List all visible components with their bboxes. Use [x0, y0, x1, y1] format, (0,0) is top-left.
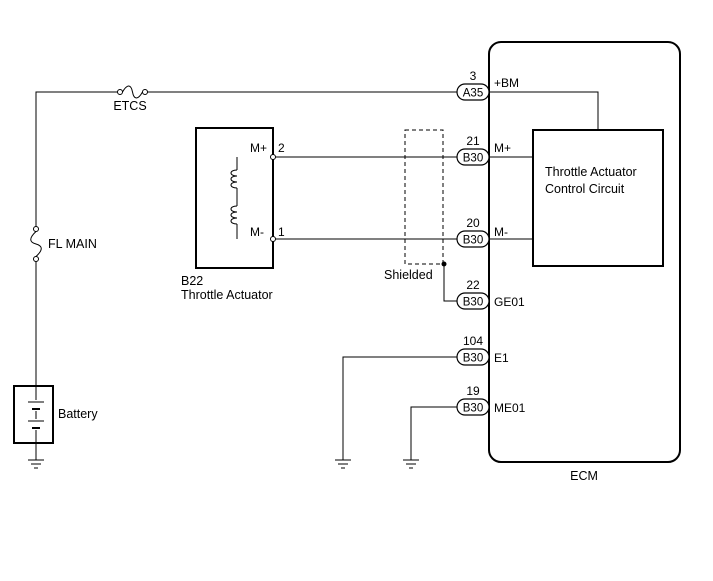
actuator-terminal-minus — [270, 236, 276, 242]
terminal-signal: M+ — [494, 141, 511, 155]
e1-wire — [342, 356, 457, 460]
ecm-box — [488, 41, 681, 463]
battery-ground-icon — [28, 443, 44, 469]
connector-code: B30 — [463, 297, 483, 309]
motor-coil-icon — [230, 157, 238, 239]
connector-pill — [456, 292, 490, 310]
terminal-num: 20 — [466, 216, 480, 230]
actuator-mplus-label: M+ — [250, 141, 267, 155]
connector-pill — [456, 83, 490, 101]
battery-box — [13, 385, 54, 444]
me01-ground-icon — [403, 459, 419, 469]
connector-code: B30 — [463, 235, 483, 247]
terminal-signal: M- — [494, 225, 508, 239]
actuator-code: B22 — [181, 274, 203, 288]
terminal-signal: GE01 — [494, 295, 525, 309]
shield-label: Shielded — [384, 268, 433, 282]
bm-internal-wire — [489, 91, 599, 130]
terminal-num: 21 — [466, 134, 480, 148]
battery-icon — [28, 386, 44, 443]
shield-box — [404, 129, 444, 265]
terminal-num: 104 — [463, 334, 483, 348]
me01-wire — [410, 406, 457, 460]
terminal-num: 3 — [470, 69, 477, 83]
actuator-name: Throttle Actuator — [181, 288, 273, 302]
terminal-signal: E1 — [494, 351, 509, 365]
throttle-actuator-box — [195, 127, 274, 269]
control-circuit-line2: Control Circuit — [545, 182, 625, 196]
connector-pill — [456, 348, 490, 366]
etcs-label: ETCS — [113, 99, 146, 113]
connector-code: B30 — [463, 403, 483, 415]
etcs-fuse-icon — [117, 85, 148, 99]
fl-main-to-etcs-wire — [35, 91, 118, 230]
actuator-pin-minus: 1 — [278, 225, 285, 239]
connector-pill — [456, 148, 490, 166]
battery-label: Battery — [58, 407, 98, 421]
ecm-label: ECM — [570, 469, 598, 483]
actuator-mminus-label: M- — [250, 225, 264, 239]
connector-code: A35 — [463, 88, 483, 100]
actuator-pin-plus: 2 — [278, 141, 285, 155]
control-circuit-line1: Throttle Actuator — [545, 165, 637, 179]
e1-ground-icon — [335, 459, 351, 469]
terminal-num: 19 — [466, 384, 480, 398]
fl-main-label: FL MAIN — [48, 237, 97, 251]
connector-code: B30 — [463, 353, 483, 365]
connector-code: B30 — [463, 153, 483, 165]
terminal-signal: ME01 — [494, 401, 526, 415]
actuator-terminal-plus — [270, 154, 276, 160]
connector-pill — [456, 398, 490, 416]
terminal-signal: +BM — [494, 76, 519, 90]
connector-pill — [456, 230, 490, 248]
shield-drain-wire — [443, 264, 457, 302]
control-circuit-box — [532, 129, 664, 267]
fl-main-fuse-icon — [30, 226, 42, 262]
terminal-num: 22 — [466, 278, 480, 292]
